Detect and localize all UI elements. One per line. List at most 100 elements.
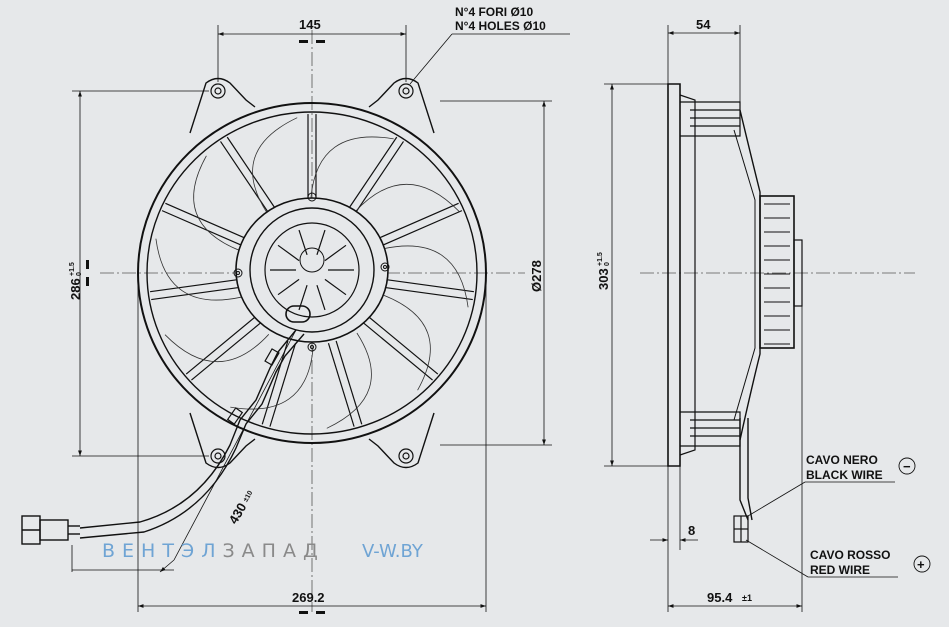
strut-edge — [347, 136, 398, 211]
label-side-tol-plus: +1.5 — [597, 252, 604, 266]
leader-red-wire — [745, 539, 898, 578]
blade-edge — [193, 155, 241, 252]
shroud-outer-ring — [137, 102, 487, 444]
motor-fin — [277, 244, 300, 262]
label-width: 269.2 — [292, 590, 325, 605]
label-holes-it: N°4 FORI Ø10 — [455, 5, 533, 19]
side-mount-tabs — [680, 101, 741, 447]
watermark-brand: ВЕНТЭЛЗАПАД — [102, 540, 325, 562]
label-cable-tol: ±10 — [242, 490, 254, 504]
leader-black-wire — [747, 481, 895, 517]
strut-edge — [335, 340, 363, 425]
strut-edge — [185, 316, 256, 375]
side-motor-fins — [764, 203, 790, 345]
strut-edge — [151, 286, 242, 301]
strut-edge — [226, 136, 277, 211]
blade-edge — [326, 332, 372, 429]
strut-edge — [150, 278, 241, 293]
dim-cable-length — [71, 329, 297, 573]
fan-blades — [155, 117, 469, 429]
label-mount-tol-plus: +1.5 — [69, 262, 76, 276]
label-side-height: 303 — [596, 268, 611, 290]
label-mount-height-group: 286 +1.5 0 — [68, 262, 83, 300]
label-cable-length-group: 430 ±10 — [226, 490, 255, 527]
label-cable-length: 430 — [226, 500, 250, 526]
shroud-struts — [150, 114, 474, 427]
label-side-tol-minus: 0 — [604, 262, 611, 266]
dim-diameter — [440, 100, 552, 446]
motor-screws — [233, 192, 390, 352]
motor-fin — [298, 229, 308, 255]
strut-edge — [382, 286, 473, 301]
strut-edge — [353, 141, 404, 215]
side-shroud-plate — [667, 83, 681, 467]
strut-edge — [327, 343, 355, 427]
mount-holes — [210, 83, 414, 464]
blade-edge — [230, 347, 314, 410]
label-hole-spacing: 145 — [299, 17, 321, 32]
cable-clips — [226, 348, 280, 425]
strut-edge — [165, 202, 249, 241]
strut-edge — [378, 210, 463, 248]
motor-hub — [299, 247, 325, 273]
side-wire — [739, 418, 749, 521]
dim-hole-spacing — [217, 25, 407, 82]
blade-edge — [155, 238, 242, 301]
label-side-depth: 54 — [696, 17, 711, 32]
label-total-depth: 95.4 — [707, 590, 733, 605]
dim-mount-height — [72, 90, 209, 457]
label-diameter: Ø278 — [529, 260, 544, 292]
strut-edge — [261, 340, 289, 425]
dim-connector-offset — [650, 466, 698, 550]
label-minus-symbol: − — [903, 459, 911, 474]
blade-edge — [164, 334, 270, 363]
strut-edge — [368, 316, 439, 375]
mount-lug-top-right — [368, 77, 435, 134]
dim-side-depth — [667, 25, 741, 102]
label-black-wire-en: BLACK WIRE — [806, 468, 883, 482]
strut-edge — [375, 202, 459, 241]
side-connector — [733, 515, 749, 543]
side-wire-outer — [747, 418, 753, 521]
label-red-wire-it: CAVO ROSSO — [810, 548, 890, 562]
label-side-height-group: 303 +1.5 0 — [596, 252, 611, 290]
motor-fin — [316, 285, 326, 311]
label-plus-symbol: + — [917, 557, 925, 572]
dim-side-height — [604, 83, 668, 467]
watermark-brand-a: ВЕНТЭЛ — [102, 540, 223, 562]
blade-edge — [310, 136, 394, 199]
watermark-site: V-W.BY — [362, 541, 424, 562]
leader-holes — [409, 33, 570, 85]
blade-edge — [383, 294, 431, 391]
mount-lug-bottom-left — [189, 412, 256, 469]
dim-total-depth — [667, 306, 803, 612]
blade-edge — [382, 245, 469, 308]
side-shroud-lip — [679, 94, 696, 456]
power-cable-outer — [79, 333, 305, 539]
label-connector-offset: 8 — [688, 523, 695, 538]
label-black-wire-it: CAVO NERO — [806, 453, 878, 467]
cable-grommet — [285, 305, 311, 323]
front-view — [21, 25, 570, 614]
plus-symbol-circle — [913, 555, 931, 573]
blade-edge — [252, 117, 298, 214]
motor-fin — [277, 278, 300, 296]
strut-edge — [220, 141, 271, 215]
motor-fin — [324, 278, 347, 296]
label-holes-en: N°4 HOLES Ø10 — [455, 19, 546, 33]
motor-cooling-fins — [270, 229, 354, 311]
mount-lug-top-left — [189, 77, 256, 134]
label-total-tol: ±1 — [742, 593, 752, 603]
side-blade-profile-inner — [733, 129, 756, 421]
side-motor-cap — [793, 239, 803, 307]
side-view — [604, 25, 931, 612]
strut-edge — [363, 322, 433, 381]
watermark-brand-b: ЗАПАД — [223, 540, 325, 562]
strut-edge — [191, 322, 261, 381]
strut-edge — [269, 343, 297, 427]
power-cable — [79, 329, 297, 529]
motor-fin — [324, 244, 347, 262]
side-motor-body — [759, 195, 795, 349]
